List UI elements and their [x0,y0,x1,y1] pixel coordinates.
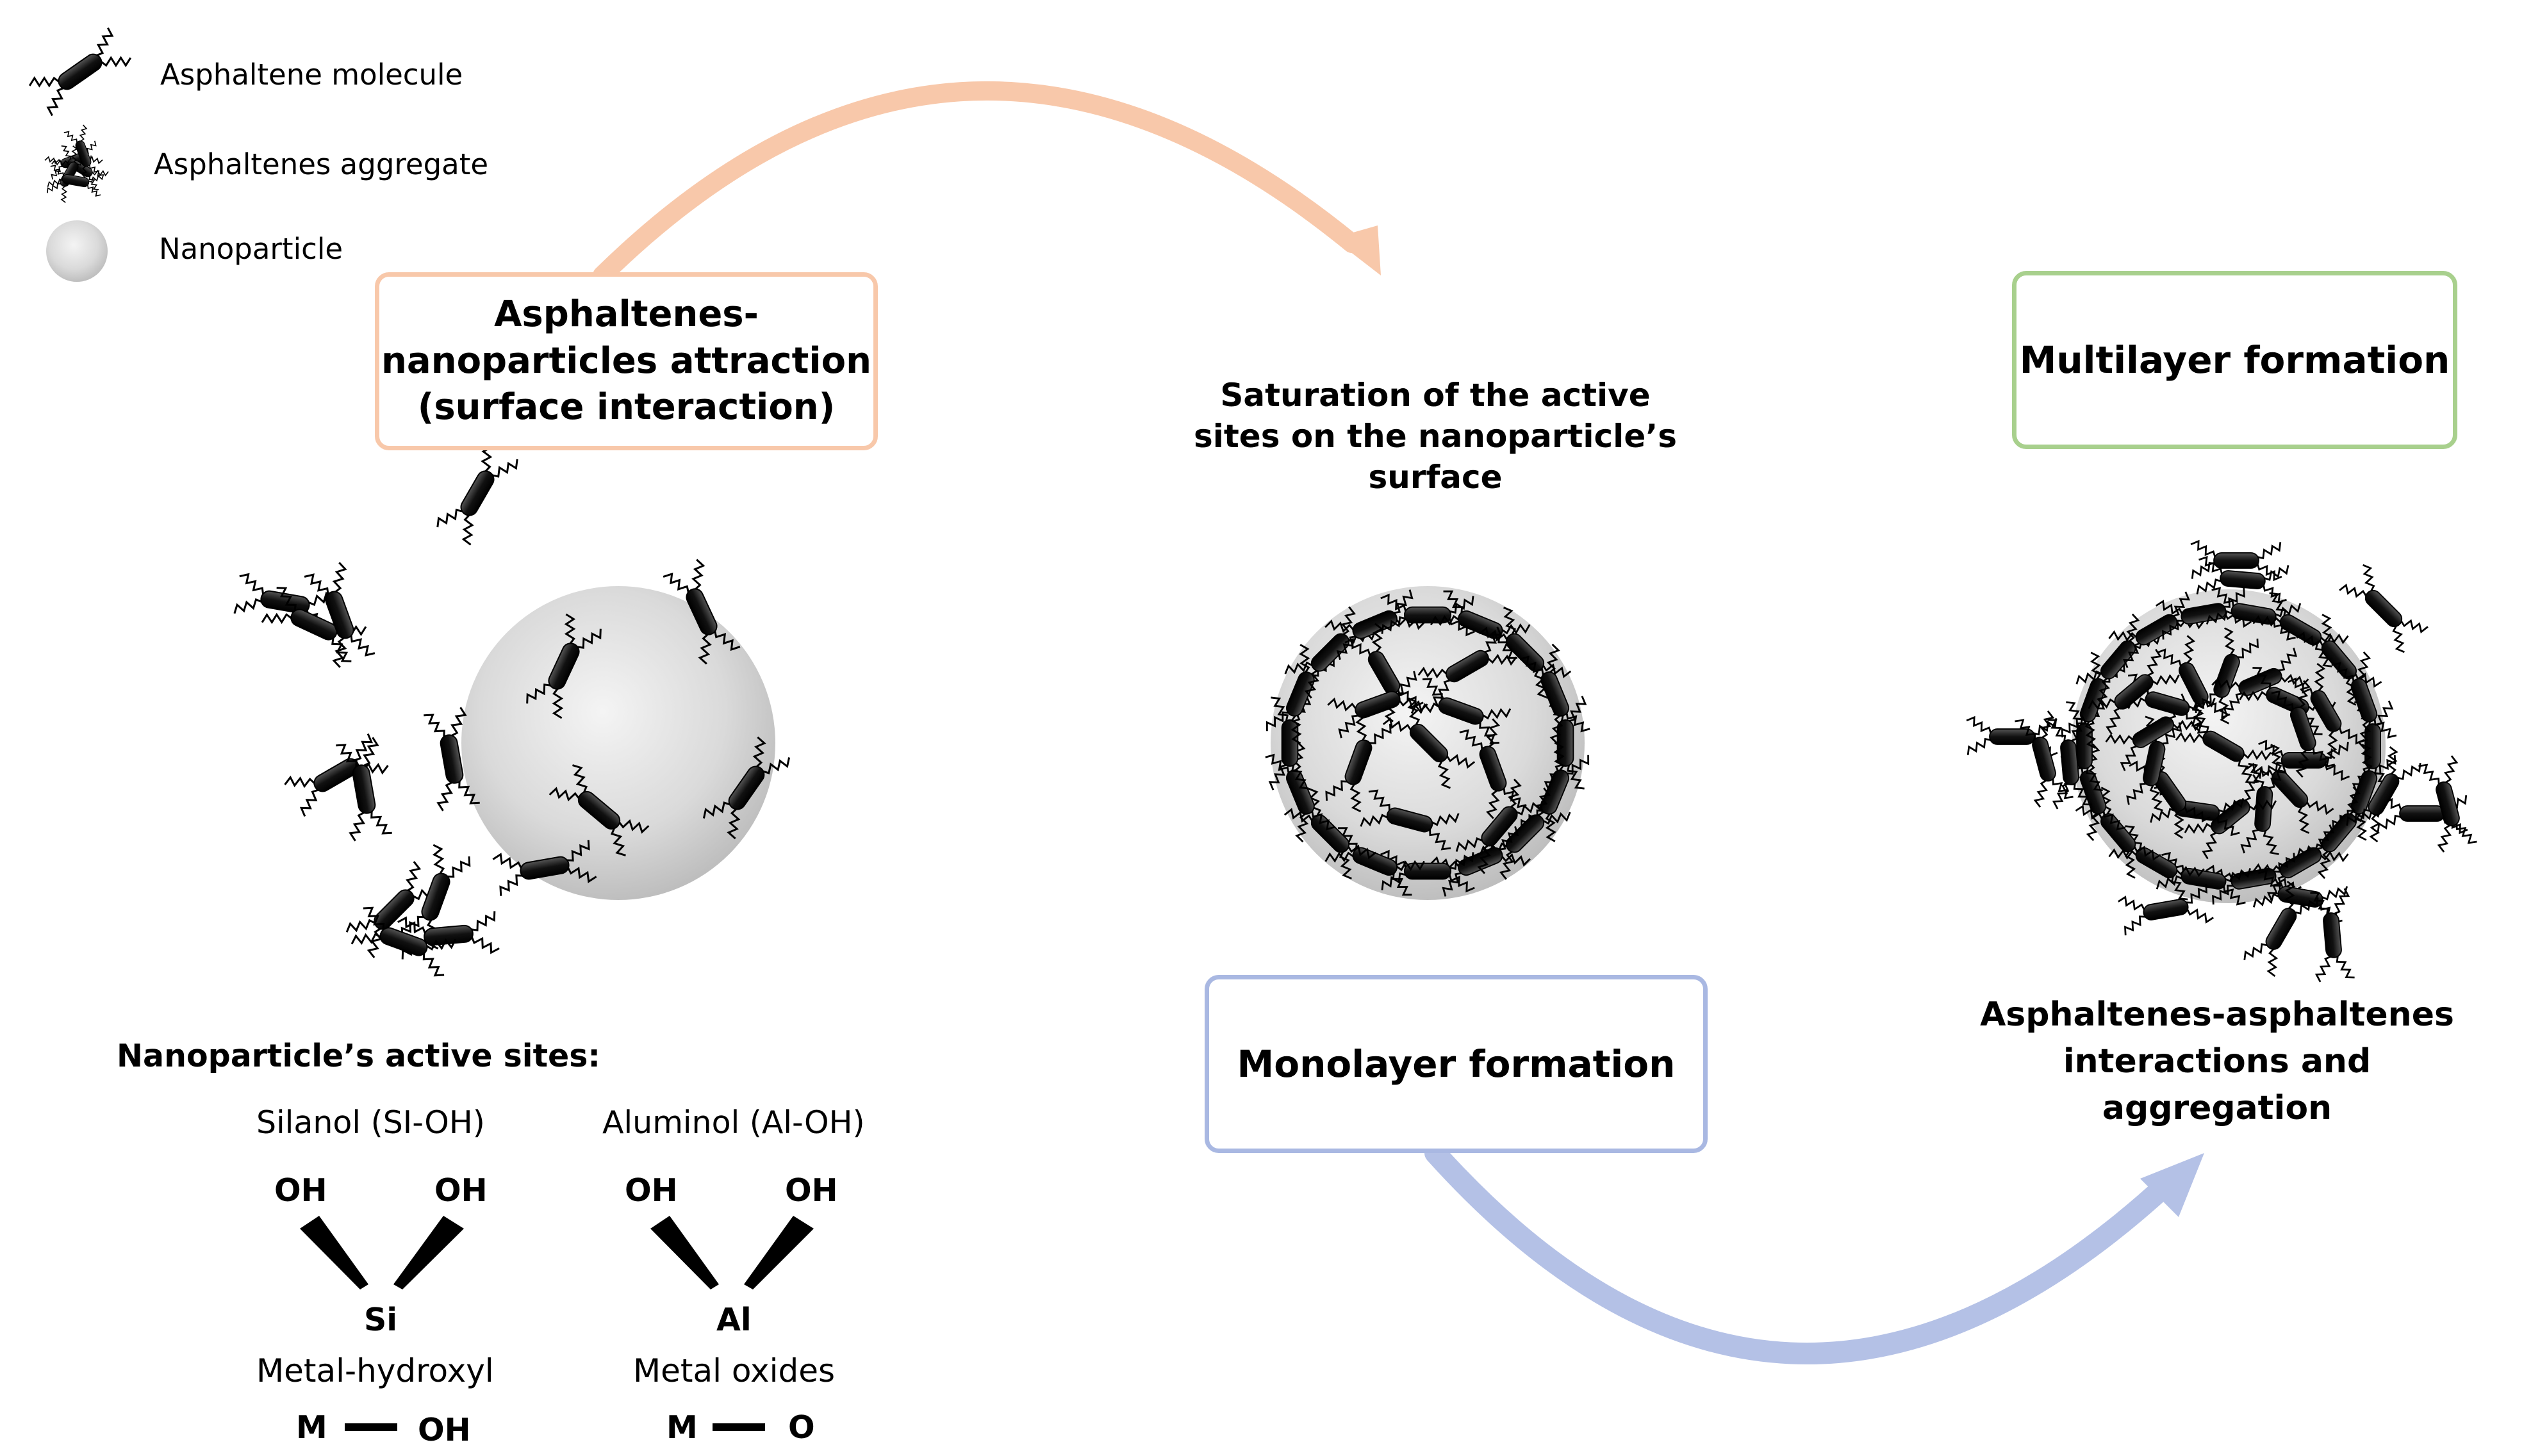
asphaltene-molecule [1380,593,1475,637]
asphaltene-molecule [1430,590,1531,659]
metal-oxides-left: M [666,1409,698,1446]
asphaltene-molecule [2108,591,2205,668]
asphaltene-molecules-stage-1 [233,441,791,977]
nanoparticle-stage-1 [461,586,775,900]
metal-hydroxyl-right: OH [418,1412,471,1448]
aggregation-label: Asphaltenes-asphaltenes interactions and… [1980,995,2454,1127]
asphaltene-molecule [2339,564,2429,653]
asphaltene-molecule [304,562,375,668]
aluminol-oh-left: OH [625,1172,678,1209]
asphaltene-molecule [1360,789,1460,851]
asphaltene-molecule [1284,606,1376,699]
legend-molecule-icon [28,27,132,117]
asphaltene-molecule [2331,651,2397,749]
silanol-wedges [300,1216,464,1289]
metal-hydroxyl-left: M [296,1409,327,1446]
metal-hydroxyl-name: Metal-hydroxyl [256,1352,494,1389]
asphaltene-molecule [548,764,650,856]
monolayer-box: Monolayer formation [1205,975,1708,1153]
asphaltene-molecule [1324,827,1425,896]
asphaltene-molecule [424,707,480,812]
asphaltene-molecule [350,906,457,977]
legend-nanoparticle-label: Nanoparticle [159,232,343,266]
asphaltene-molecule [2346,746,2421,843]
asphaltene-molecule [2245,744,2334,834]
saturation-label: Saturation of the active sites on the na… [1193,377,1677,496]
asphaltene-molecule [2150,785,2245,837]
asphaltene-molecule [2184,774,2277,860]
asphaltene-molecule [1283,787,1377,879]
asphaltene-molecule [492,840,597,896]
silanol-oh-left: OH [274,1172,327,1209]
metal-hydroxyl-bond [345,1423,397,1431]
metal-oxides-bond [713,1423,765,1431]
asphaltene-molecule [436,441,518,546]
aluminol-oh-right: OH [785,1172,838,1209]
attraction-label: Asphaltenes- nanoparticles attraction (s… [381,293,871,429]
asphaltene-molecule [2015,710,2074,808]
asphaltene-molecule [2175,708,2272,784]
asphaltene-molecule [2118,883,2214,936]
aluminol-wedges [650,1216,814,1289]
asphaltene-molecule [2196,555,2289,604]
multilayer-label: Multilayer formation [2019,338,2450,382]
asphaltene-molecule [336,737,392,842]
legend-molecule-label: Asphaltene molecule [160,58,463,92]
aggregation-arrow-head [2140,1153,2204,1217]
asphaltene-molecule [1519,643,1590,745]
asphaltene-molecule [663,559,741,665]
asphaltene-molecule [1266,644,1335,744]
aggregation-arrow [1424,1142,2177,1364]
asphaltene-molecule [1417,626,1517,706]
metal-oxides-right: O [788,1409,815,1446]
asphaltene-molecule [2418,755,2477,853]
asphaltene-molecule [47,165,104,197]
asphaltene-molecules-stage-3 [1966,539,2477,983]
asphaltene-molecule [1380,849,1475,893]
multilayer-box: Multilayer formation [2012,271,2457,449]
attraction-arrow [593,81,1362,285]
asphaltene-molecule [2271,680,2336,778]
silanol-center: Si [364,1302,398,1338]
silanol-name: Silanol (SI-OH) [256,1104,485,1141]
asphaltene-molecule [1430,826,1531,897]
asphaltene-molecule [2088,649,2180,735]
asphaltene-molecule [2156,852,2252,906]
asphaltene-molecule [2206,587,2302,641]
asphaltene-molecule [2061,651,2125,749]
asphaltene-molecule [1521,742,1590,842]
silanol-oh-right: OH [434,1172,488,1209]
metal-oxides-name: Metal oxides [633,1352,836,1389]
asphaltene-molecule [2155,587,2252,640]
attraction-arrow-head [1333,225,1381,275]
asphaltene-molecule [2190,539,2282,582]
aluminol-center: Al [716,1302,752,1338]
active-sites-title: Nanoparticle’s active sites: [117,1038,601,1074]
asphaltene-molecule [2332,744,2396,841]
asphaltene-molecule [1455,778,1544,874]
asphaltene-molecules-stage-2 [1265,589,1590,897]
asphaltene-molecule [1327,671,1428,739]
monolayer-label: Monolayer formation [1237,1042,1676,1086]
asphaltene-molecule [2075,613,2161,707]
legend-aggregate-icon [44,124,109,203]
aluminol-name: Aluminol (Al-OH) [602,1104,865,1141]
attraction-box: Asphaltenes- nanoparticles attraction (s… [375,272,878,450]
legend-aggregate-label: Asphaltenes aggregate [154,147,489,181]
asphaltene-molecule [2310,888,2355,983]
asphaltene-molecule [526,613,602,719]
asphaltene-molecule [28,27,132,117]
asphaltene-molecule [2243,880,2319,977]
legend-nanoparticle-icon [46,220,108,282]
asphaltene-molecule [2288,662,2364,760]
asphaltene-molecule [702,736,791,840]
asphaltene-molecule [1382,697,1476,789]
asphaltene-molecule [2047,715,2092,810]
